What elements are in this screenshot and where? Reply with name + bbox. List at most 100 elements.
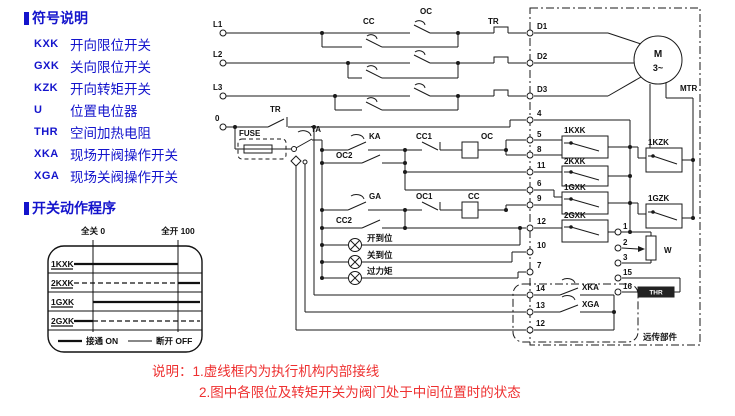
legend-title: 符号说明 [32,10,88,26]
axis-closed-label: 全关 0 [80,226,105,236]
terminal-number: 10 [537,241,546,250]
aux-contact [302,159,308,165]
terminal-number: 12 [536,319,545,328]
legend-item: KZK 开向转矩开关 [24,77,178,99]
row-label: 1KXK [51,259,75,269]
legend-desc: 现场开阀操作开关 [70,148,178,163]
terminal [219,29,227,37]
program-title-row: 开关动作程序 [24,198,116,218]
motor: M 3~ MTR [534,32,698,218]
program-table-frame [47,245,203,353]
legend-items: KXK 开向限位开关 GXK 关向限位开关 KZK 开向转矩开关 U 位置电位器… [24,33,178,187]
legend-item: U 位置电位器 [24,99,178,121]
control-supply: TR FUSE TA [226,105,526,167]
legend-desc: 关向限位开关 [70,60,151,75]
row-label: 2KXK [51,278,75,288]
cc-coil-label: CC [468,192,480,201]
oc-main-contacts [413,20,431,97]
terminal-number: D3 [537,85,548,94]
terminal [219,92,227,100]
terminal-number: 14 [536,284,545,293]
oc-coil-label: OC [481,132,493,141]
phase-l2-label: L2 [213,50,223,59]
potentiometer-symbol [645,235,657,261]
terminal-number: 7 [537,261,542,270]
note-line-1: 说明：1.虚线框内为执行机构内部接线 [152,364,380,379]
legend-item: GXK 关向限位开关 [24,55,178,77]
legend-abbr: KZK [34,82,59,94]
neutral-label: 0 [215,114,220,123]
fuse-label: FUSE [239,129,261,138]
oc2-contact-label: OC2 [336,151,353,160]
symbol-legend: 符号说明 KXK 开向限位开关 GXK 关向限位开关 KZK 开向转矩开关 U … [24,8,178,187]
legend-item: XKA 现场开阀操作开关 [24,143,178,165]
gxk1-label: 1GXK [564,183,586,192]
terminal-number: 11 [537,161,546,170]
xga-switch-label: XGA [582,300,600,309]
section-bullet-icon [24,11,29,25]
motor-phase-label: 3~ [653,63,663,73]
ka-relay-label: KA [369,132,381,141]
kxk1-label: 1KXK [564,126,586,135]
tr-label: TR [488,17,499,26]
ta-aux-contact [290,155,302,167]
legend-title-row: 符号说明 [24,8,178,28]
axis-open-label: 全开 100 [160,226,195,236]
cc-coil [461,201,479,219]
terminal-number: 16 [623,282,632,291]
legend-item: THR 空间加热电阻 [24,121,178,143]
terminal-number: 8 [537,145,542,154]
thermal-overload-tr: TR [488,17,509,96]
actuator-unit-label: 远传部件 [643,332,678,342]
feedback-terminals: 1 2 3 15 16 W THR [614,222,681,298]
motor-symbol [633,35,683,85]
ga-relay-label: GA [369,192,381,201]
lamp-close-label: 关到位 [367,250,393,260]
gxk2-label: 2GXK [564,211,586,220]
oc-coil [461,141,479,159]
phase-l1-label: L1 [213,20,223,29]
terminal-number: 1 [623,222,628,231]
diagram-notes: 说明：1.虚线框内为执行机构内部接线 2.图中各限位及转矩开关为阀门处于中间位置… [152,361,521,403]
cc2-contact-label: CC2 [336,216,353,225]
circuit-diagram: L1 L2 L3 0 CC OC [213,7,701,346]
terminal-number: 5 [537,130,542,139]
terminal-number: 9 [537,194,542,203]
program-title: 开关动作程序 [32,200,116,216]
kzk1-label: 1KZK [648,138,669,147]
oc1-interlock-label: OC1 [416,192,433,201]
row-label: 1GXK [51,297,75,307]
power-wires [226,32,526,111]
legend-desc: 位置电位器 [70,104,138,119]
terminal-number: 12 [537,217,546,226]
cc-main-contacts [365,34,383,111]
key-off-label: 断开 OFF [156,336,192,346]
terminal-number: D2 [537,52,548,61]
heater-label: THR [649,290,663,297]
legend-abbr: XGA [34,170,60,182]
terminal [219,59,227,67]
legend-abbr: U [34,104,43,116]
note-line-2: 2.图中各限位及转矩开关为阀门处于中间位置时的状态 [199,385,521,400]
terminal-number: 4 [537,109,542,118]
ta-switch-label: TA [311,125,321,134]
terminal-strip: D1 D2 D3 4 5 8 11 6 9 12 10 7 [526,22,548,276]
legend-desc: 空间加热电阻 [70,126,151,141]
terminal-number: 2 [623,238,628,247]
section-bullet-icon [24,201,29,215]
switch-program-table: 全关 0 全开 100 1KXK 2KXK 1GXK 2GXK 接通 ON 断开… [47,226,203,353]
knife-contact [291,146,297,152]
legend-desc: 开向限位开关 [70,38,151,53]
gzk1-label: 1GZK [648,194,670,203]
potentiometer-label: W [664,246,672,255]
actuator-enclosure [529,7,701,346]
legend-item: KXK 开向限位开关 [24,33,178,55]
legend-abbr: KXK [34,38,59,50]
terminal-number: 15 [623,268,632,277]
local-control-box: 14 13 12 XKA XGA [512,278,639,343]
legend-abbr: THR [34,126,59,138]
legend-item: XGA 现场关阀操作开关 [24,165,178,187]
legend-abbr: XKA [34,148,59,160]
terminal-number: 6 [537,179,542,188]
legend-abbr: GXK [34,60,60,72]
